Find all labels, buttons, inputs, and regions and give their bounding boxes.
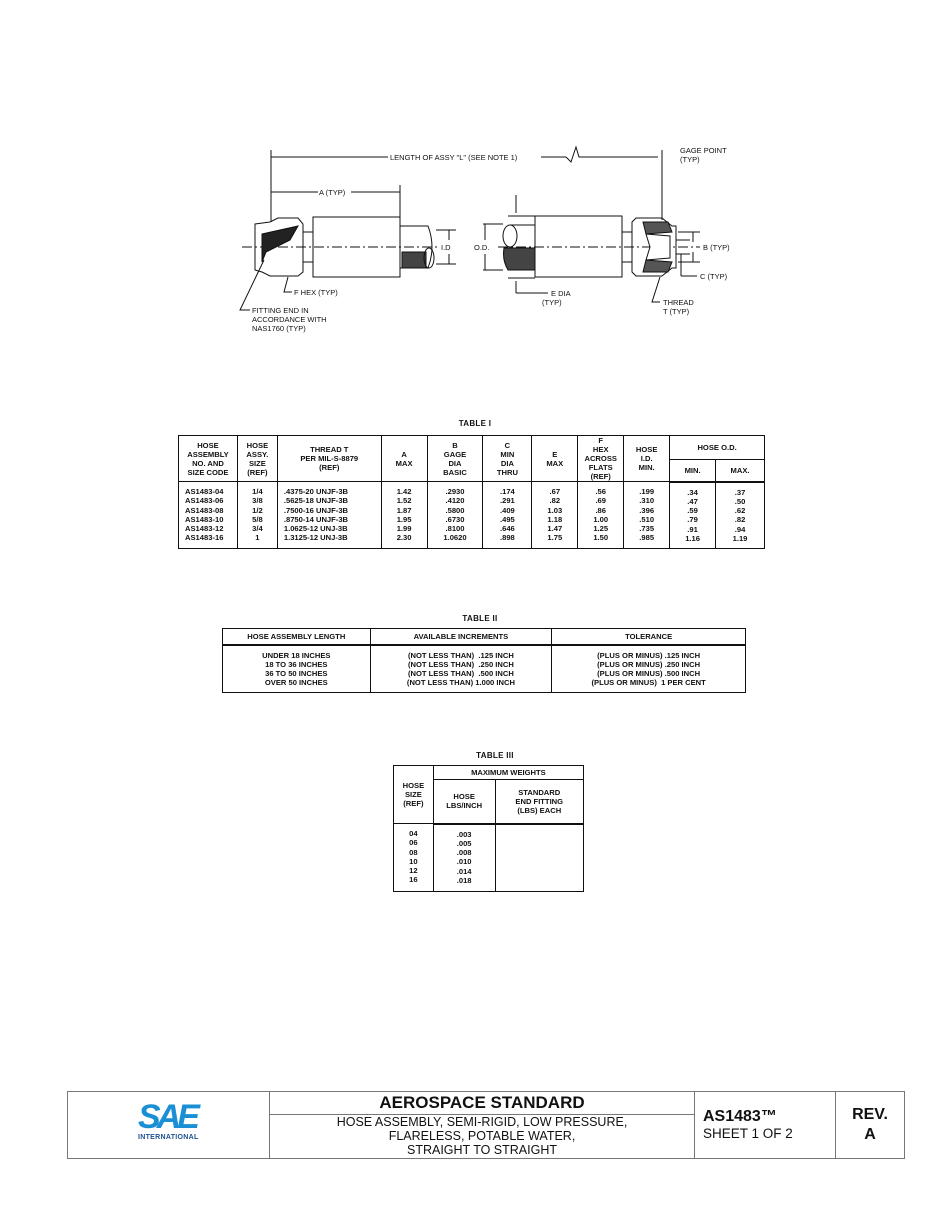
label-id: I.D — [441, 243, 451, 252]
revision: REV. A — [852, 1106, 888, 1143]
t2-header-length: HOSE ASSEMBLY LENGTH — [222, 628, 371, 646]
sae-logo-letters: SAE — [138, 1098, 200, 1136]
t1-header-e: E MAX — [531, 435, 579, 482]
label-fitting-1: FITTING END IN — [252, 306, 309, 315]
t1-col-thread: .4375-20 UNJF-3B .5625-18 UNJF-3B .7500-… — [276, 481, 382, 549]
label-a-typ: A (TYP) — [319, 188, 346, 197]
table1: HOSE ASSEMBLY NO. AND SIZE CODE HOSE ASS… — [178, 435, 765, 549]
t1-col-hose-id: .199 .310 .396 .510 .735 .985 — [623, 481, 671, 549]
label-c-typ: C (TYP) — [700, 272, 728, 281]
t3-col-size: 04 06 08 10 12 16 — [393, 823, 434, 892]
doc-number-cell: AS1483™ SHEET 1 OF 2 — [695, 1092, 836, 1158]
table3-caption: TABLE III — [476, 751, 514, 760]
label-od: O.D. — [474, 243, 489, 252]
table2-caption: TABLE II — [462, 614, 498, 623]
label-f-hex: F HEX (TYP) — [294, 288, 338, 297]
t1-header-od-max: MAX. — [715, 459, 765, 483]
t1-header-assy-size: HOSE ASSY. SIZE (REF) — [236, 435, 278, 482]
t1-col-assy-size: 1/4 3/8 1/2 5/8 3/4 1 — [236, 481, 278, 549]
t2-header-increments: AVAILABLE INCREMENTS — [369, 628, 553, 646]
t2-col-tolerance: (PLUS OR MINUS) .125 INCH (PLUS OR MINUS… — [551, 644, 746, 693]
t1-col-e: .67 .82 1.03 1.18 1.47 1.75 — [531, 481, 579, 549]
table2: HOSE ASSEMBLY LENGTH AVAILABLE INCREMENT… — [222, 628, 746, 693]
label-fitting-2: ACCORDANCE WITH — [252, 315, 327, 324]
sae-logo-international: INTERNATIONAL — [138, 1134, 199, 1141]
label-b-typ: B (TYP) — [703, 243, 730, 252]
t1-col-assy-no: AS1483-04 AS1483-06 AS1483-08 AS1483-10 … — [178, 481, 238, 549]
t2-col-length: UNDER 18 INCHES 18 TO 36 INCHES 36 TO 50… — [222, 644, 371, 693]
table3: HOSE SIZE (REF) MAXIMUM WEIGHTS HOSE LBS… — [393, 765, 585, 892]
t1-header-od-min: MIN. — [669, 459, 717, 483]
document-description: HOSE ASSEMBLY, SEMI-RIGID, LOW PRESSURE,… — [336, 1115, 628, 1157]
t1-header-a: A MAX — [380, 435, 428, 482]
t1-col-f: .56 .69 .86 1.00 1.25 1.50 — [577, 481, 625, 549]
label-thread-typ: T (TYP) — [663, 307, 690, 316]
t1-header-thread: THREAD T PER MIL-S-8879 (REF) — [276, 435, 382, 482]
revision-cell: REV. A — [836, 1092, 904, 1158]
t3-header-max-weights: MAXIMUM WEIGHTS — [432, 765, 585, 780]
table1-caption: TABLE I — [458, 419, 492, 428]
title-cell: AEROSPACE STANDARD HOSE ASSEMBLY, SEMI-R… — [270, 1092, 695, 1158]
sheet-number: SHEET 1 OF 2 — [703, 1126, 793, 1141]
t1-col-b: .2930 .4120 .5800 .6730 .8100 1.0620 — [426, 481, 484, 549]
document-type-title: AEROSPACE STANDARD — [270, 1092, 694, 1115]
document-number: AS1483™ — [703, 1108, 777, 1125]
label-length-of-assy: LENGTH OF ASSY "L" (SEE NOTE 1) — [390, 153, 518, 162]
label-gage-point-typ: (TYP) — [680, 155, 700, 164]
sae-logo: SAE INTERNATIONAL — [138, 1098, 204, 1146]
t1-header-f: F HEX ACROSS FLATS (REF) — [577, 435, 625, 482]
hose-assembly-drawing: LENGTH OF ASSY "L" (SEE NOTE 1) GAGE POI… — [239, 145, 730, 333]
t3-col-hose: .003 .005 .008 .010 .014 .018 — [432, 823, 496, 892]
t2-header-tolerance: TOLERANCE — [551, 628, 746, 646]
t1-header-hose-id: HOSE I.D. MIN. — [623, 435, 671, 482]
label-fitting-3: NAS1760 (TYP) — [252, 324, 306, 333]
t1-header-assy-no: HOSE ASSEMBLY NO. AND SIZE CODE — [178, 435, 238, 482]
title-block: SAE INTERNATIONAL AEROSPACE STANDARD HOS… — [67, 1091, 905, 1159]
t1-col-od-max: .37 .50 .62 .82 .94 1.19 — [715, 481, 765, 549]
t1-col-c: .174 .291 .409 .495 .646 .898 — [482, 481, 533, 549]
t2-col-increments: (NOT LESS THAN) .125 INCH (NOT LESS THAN… — [369, 644, 553, 693]
t3-header-fitting: STANDARD END FITTING (LBS) EACH — [494, 779, 584, 825]
t1-col-od-min: .34 .47 .59 .79 .91 1.16 — [669, 481, 717, 549]
t3-header-size: HOSE SIZE (REF) — [393, 765, 434, 824]
logo-cell: SAE INTERNATIONAL — [68, 1092, 270, 1158]
t1-header-c: C MIN DIA THRU — [482, 435, 533, 482]
label-gage-point: GAGE POINT — [680, 146, 727, 155]
label-thread: THREAD — [663, 298, 694, 307]
t1-header-hose-od: HOSE O.D. — [669, 435, 765, 460]
t3-col-fitting — [494, 823, 584, 892]
label-e-dia: E DIA — [551, 289, 571, 298]
label-e-dia-typ: (TYP) — [542, 298, 562, 307]
t1-col-a: 1.42 1.52 1.87 1.95 1.99 2.30 — [380, 481, 428, 549]
t1-header-b: B GAGE DIA BASIC — [426, 435, 484, 482]
t3-header-hose: HOSE LBS/INCH — [432, 779, 496, 825]
